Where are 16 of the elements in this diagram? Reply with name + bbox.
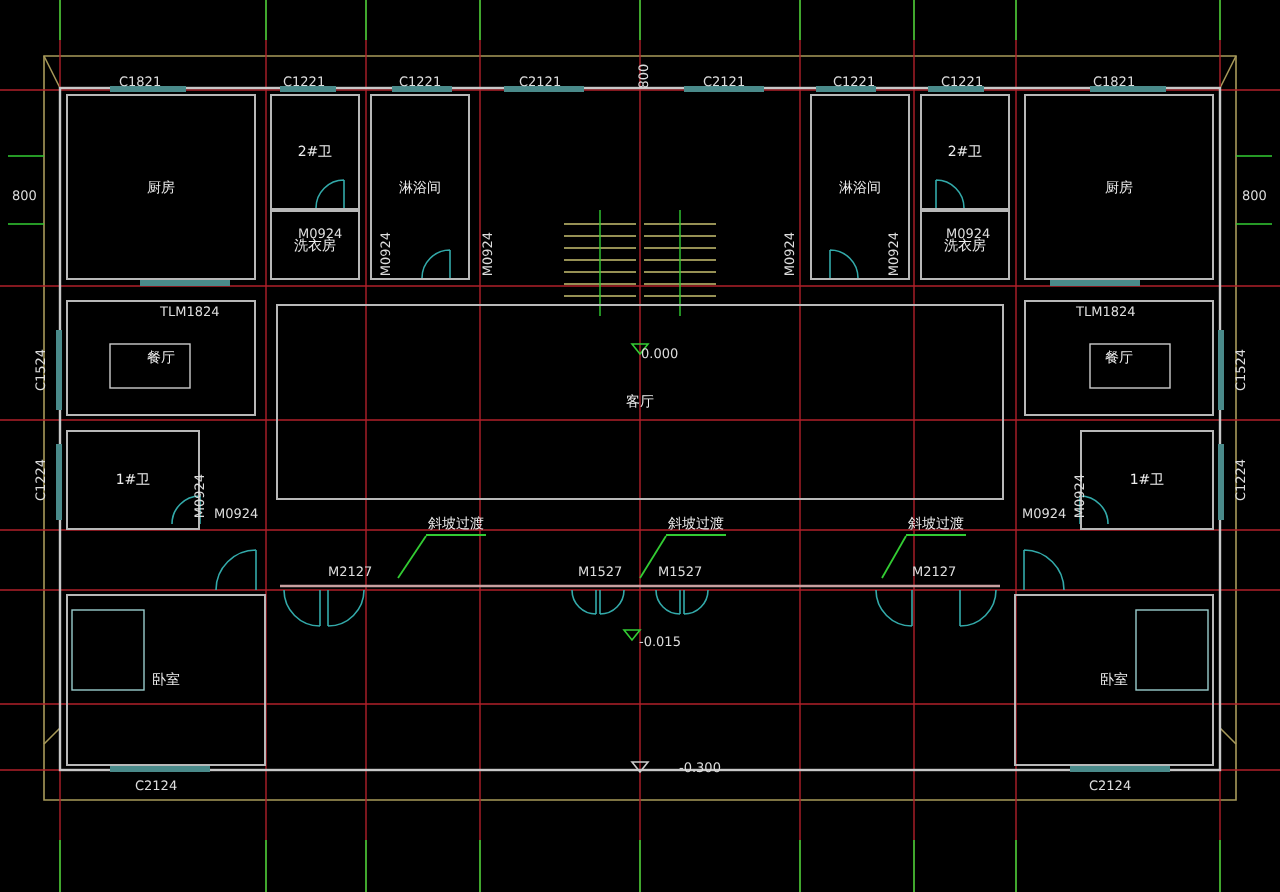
room-outline bbox=[66, 300, 256, 416]
room-outline bbox=[1024, 300, 1214, 416]
room-outline bbox=[920, 210, 1010, 280]
room-outline bbox=[920, 94, 1010, 210]
room-outline bbox=[810, 94, 910, 280]
room-outline bbox=[66, 594, 266, 766]
leader-line bbox=[881, 535, 907, 579]
room-outline bbox=[1014, 594, 1214, 766]
room-outline bbox=[270, 94, 360, 210]
room-outline bbox=[270, 210, 360, 280]
room-outline bbox=[66, 94, 256, 280]
room-outline bbox=[1024, 94, 1214, 280]
room-outline bbox=[276, 304, 1004, 500]
leader-line bbox=[639, 535, 667, 579]
room-outline bbox=[370, 94, 470, 280]
leader-line bbox=[397, 535, 427, 579]
